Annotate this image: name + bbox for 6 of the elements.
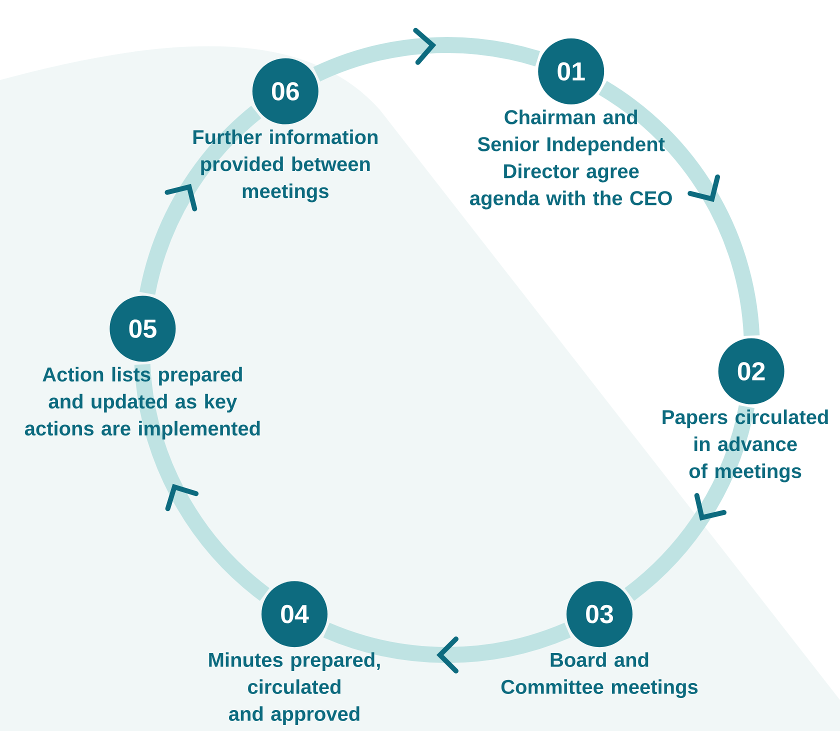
step-description: Board and Committee meetings (501, 652, 698, 698)
step-description: Chairman and Senior Independent Director agree agenda with the CEO (470, 110, 672, 210)
step-description: Action lists prepared and updated as key actions are implemented (24, 366, 260, 440)
step-description: Further information provided between meetings (193, 130, 378, 202)
step-description: Papers circulated in advance of meetings (662, 410, 828, 482)
step-description: Minutes prepared, circulated and approved (209, 652, 380, 725)
